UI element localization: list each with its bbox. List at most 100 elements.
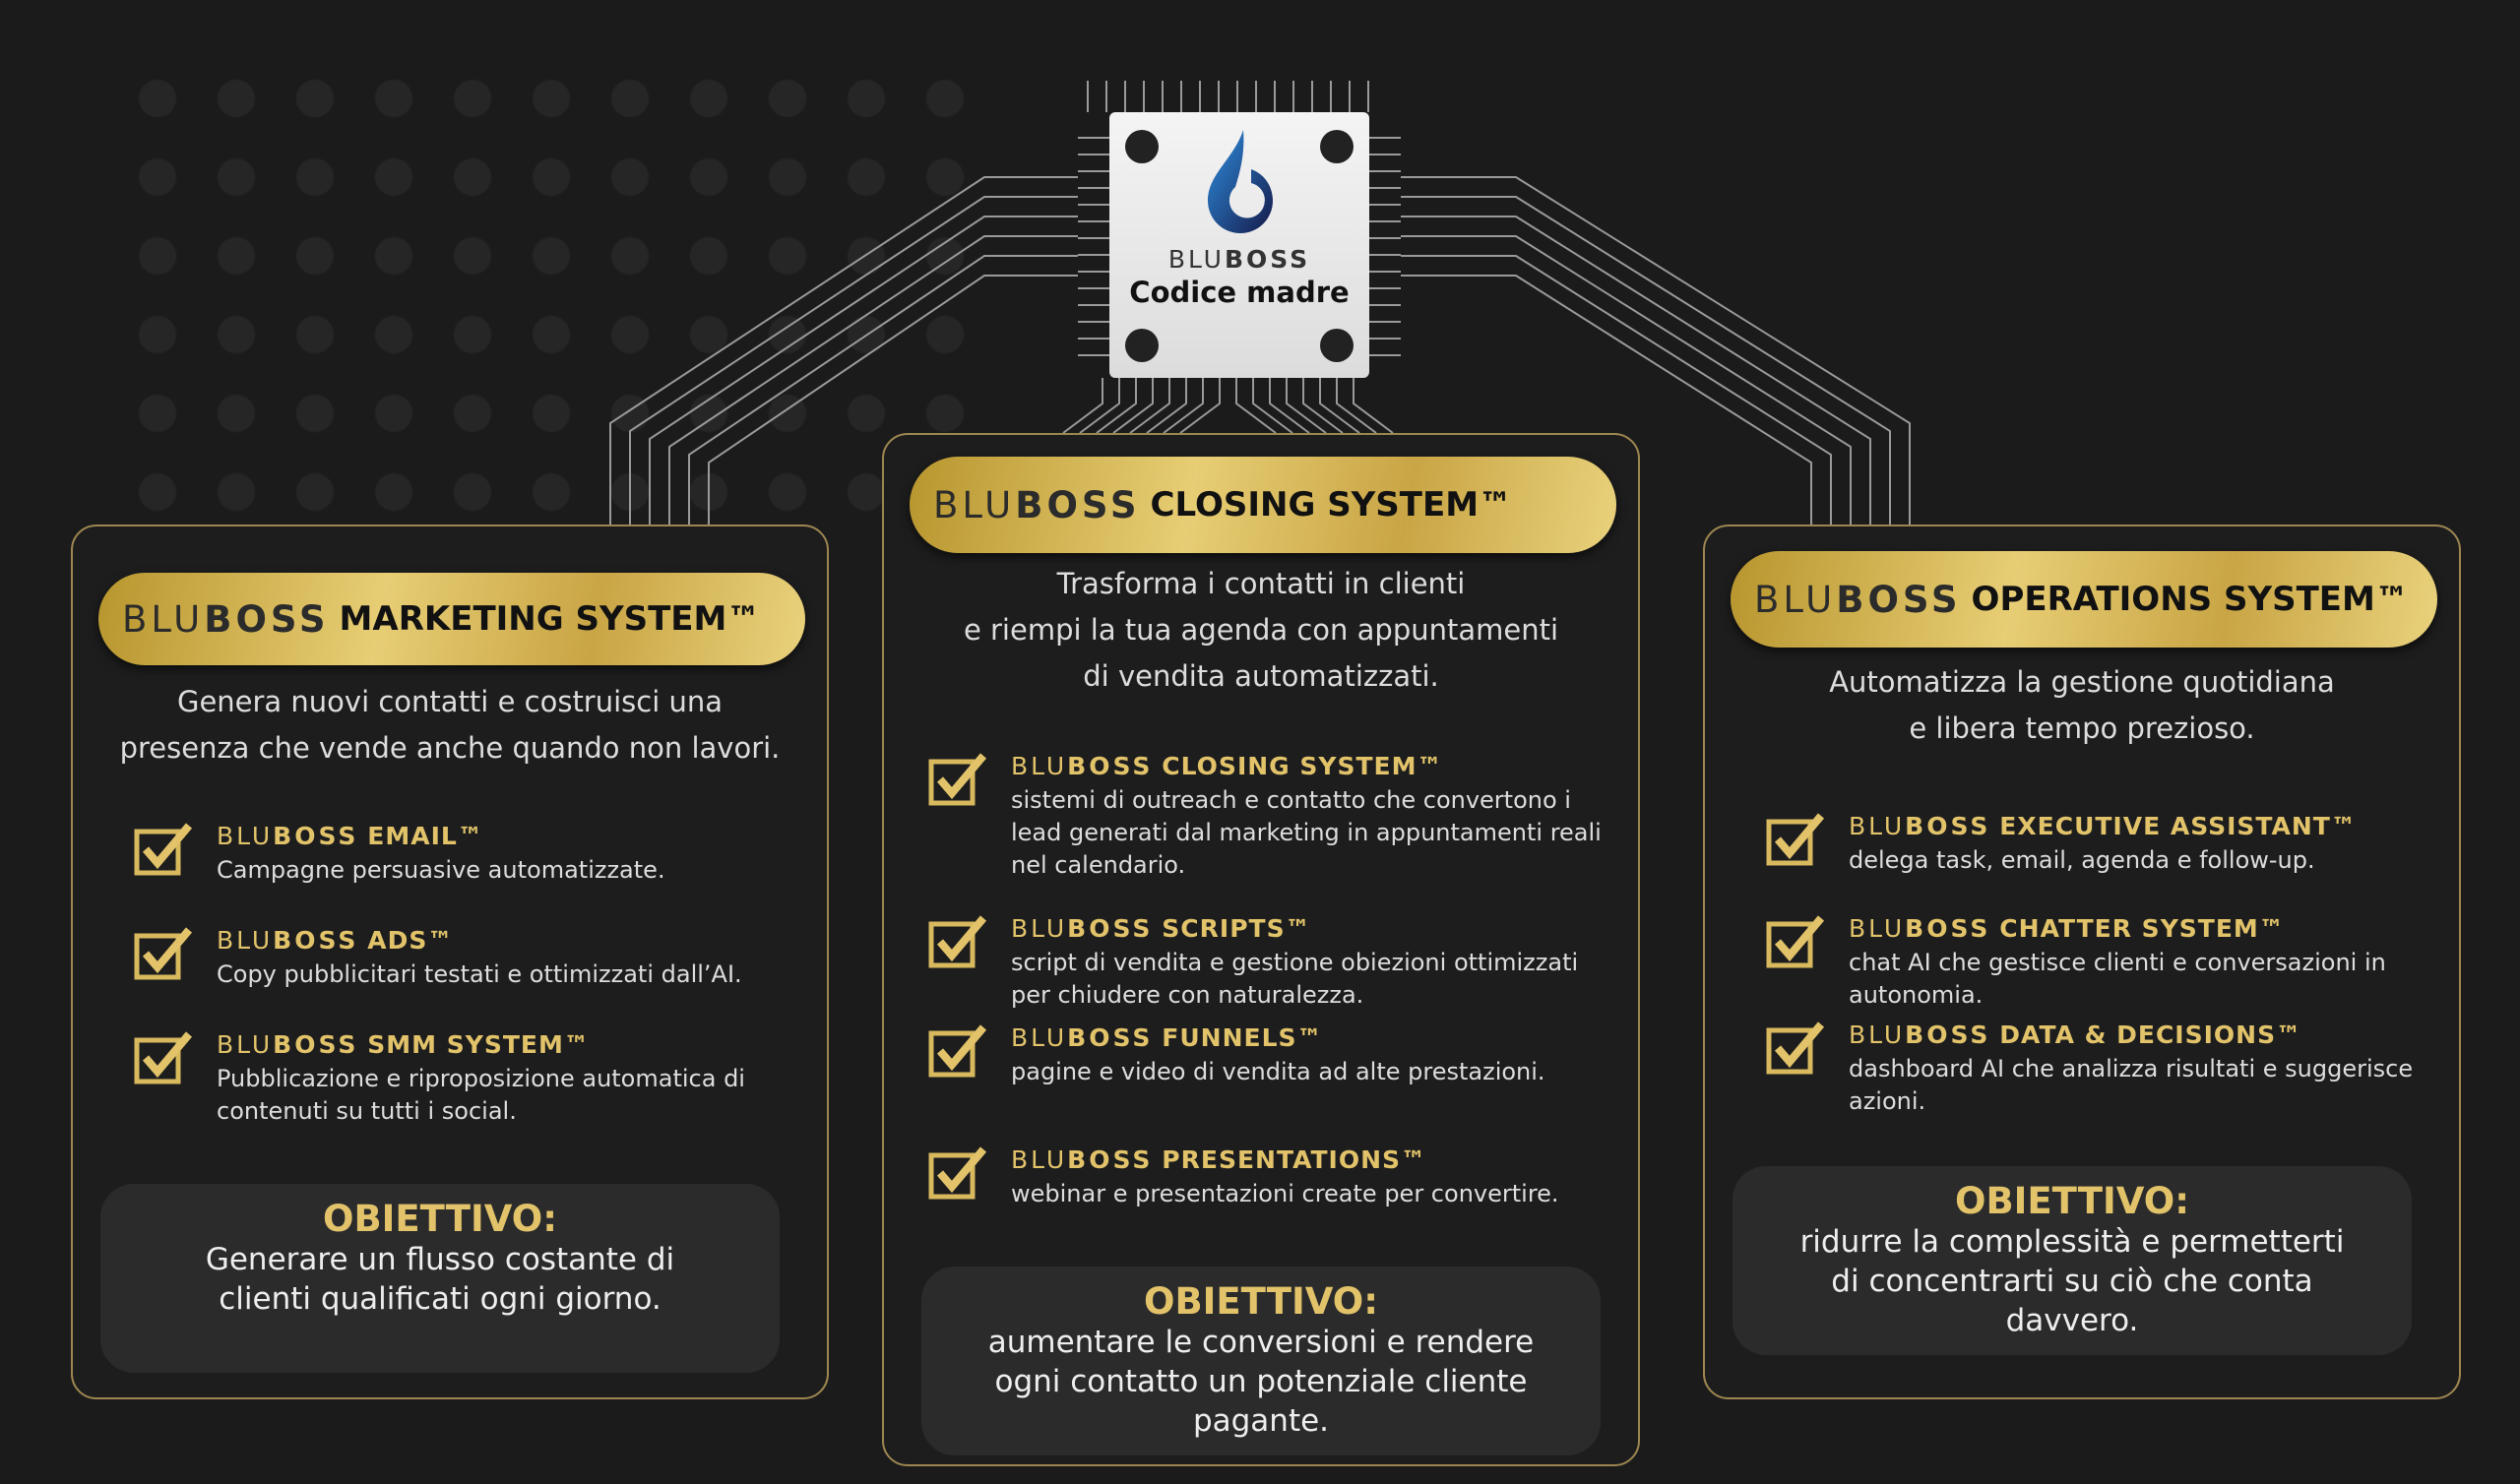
objective-text: ridurre la complessità e permetterti di … <box>1799 1224 2345 1338</box>
feature-title: BLUBOSS EMAIL™ <box>217 822 665 850</box>
objective-title: OBIETTIVO: <box>1143 1280 1379 1323</box>
brand-light: BLU <box>1849 1020 1906 1049</box>
brand-bold: BOSS <box>1067 1023 1154 1052</box>
checkbox-check-icon <box>1766 812 1827 867</box>
brand-bold: BOSS <box>1905 1020 1991 1049</box>
objective-box: OBIETTIVO: Generare un flusso costante d… <box>100 1184 780 1373</box>
chip-pin <box>1302 378 1344 434</box>
feature-description: sistemi di outreach e contatto che conve… <box>1011 786 1602 879</box>
objective-text: aumentare le conversioni e rendere ogni … <box>987 1325 1535 1439</box>
brand-light: BLU <box>1849 914 1906 943</box>
bluboss-logo-icon <box>1208 130 1273 233</box>
brand-light: BLU <box>1849 812 1906 840</box>
chip-codice-madre: BLUBOSS Codice madre <box>1109 112 1369 378</box>
feature-name: CLOSING SYSTEM™ <box>1162 752 1443 780</box>
checkbox-check-icon <box>1766 914 1827 969</box>
brand-light: BLU <box>1011 1023 1068 1052</box>
description-line: e riempi la tua agenda con appuntamenti <box>963 613 1559 647</box>
chip-pin <box>1112 378 1154 434</box>
checkbox-check-icon <box>134 1030 195 1085</box>
feature-item: BLUBOSS DATA & DECISIONS™ dashboard AI c… <box>1766 1020 2435 1118</box>
objective-title: OBIETTIVO: <box>322 1198 558 1240</box>
feature-item: BLUBOSS EMAIL™ Campagne persuasive autom… <box>134 822 803 887</box>
brand-bold: BOSS <box>1905 812 1991 840</box>
trace-left <box>668 235 1078 525</box>
chip-brand: BLUBOSS <box>1167 245 1311 274</box>
chip-pin <box>1252 378 1293 434</box>
trace-left <box>649 216 1078 525</box>
feature-description: pagine e video di vendita ad alte presta… <box>1011 1058 1545 1085</box>
brand-light: BLU <box>1011 752 1068 780</box>
brand-bold: BOSS <box>1836 578 1962 621</box>
feature-name: EXECUTIVE ASSISTANT™ <box>1999 812 2357 840</box>
feature-title: BLUBOSS CLOSING SYSTEM™ <box>1011 752 1607 780</box>
chip-pin <box>1336 378 1377 434</box>
trace-right <box>1401 176 1911 525</box>
checkbox-check-icon <box>134 822 195 877</box>
feature-item: BLUBOSS EXECUTIVE ASSISTANT™ delega task… <box>1766 812 2435 877</box>
chip-pin <box>1179 378 1221 434</box>
chip-pin <box>1269 378 1310 434</box>
brand-light: BLU <box>217 1030 274 1059</box>
feature-title: BLUBOSS DATA & DECISIONS™ <box>1849 1020 2435 1049</box>
brand-light: BLU <box>1754 578 1837 621</box>
feature-item: BLUBOSS CHATTER SYSTEM™ chat AI che gest… <box>1766 914 2435 1012</box>
feature-item: BLUBOSS SCRIPTS™ script di vendita e ges… <box>928 914 1607 1012</box>
feature-name: PRESENTATIONS™ <box>1162 1145 1427 1174</box>
background-pattern <box>118 59 1004 531</box>
checkbox-check-icon <box>928 752 989 807</box>
brand-bold: BOSS <box>273 822 359 850</box>
feature-title: BLUBOSS EXECUTIVE ASSISTANT™ <box>1849 812 2357 840</box>
chip-pin <box>1353 378 1394 434</box>
chip-pin <box>1096 378 1137 434</box>
objective-text: Generare un flusso costante di clienti q… <box>205 1242 675 1317</box>
feature-name: EMAIL™ <box>367 822 483 850</box>
brand-light: BLU <box>122 597 205 641</box>
chip-pin <box>1286 378 1327 434</box>
feature-item: BLUBOSS PRESENTATIONS™ webinar e present… <box>928 1145 1607 1210</box>
brand-bold: BOSS <box>204 597 330 641</box>
feature-name: SMM SYSTEM™ <box>367 1030 590 1059</box>
chip-pin <box>1235 378 1277 434</box>
brand-bold: BOSS <box>1067 914 1154 943</box>
feature-title: BLUBOSS SCRIPTS™ <box>1011 914 1607 943</box>
brand-bold: BOSS <box>1067 752 1154 780</box>
chip-pin <box>1129 378 1170 434</box>
brand-bold: BOSS <box>1015 483 1141 526</box>
feature-item: BLUBOSS ADS™ Copy pubblicitari testati e… <box>134 926 803 991</box>
feature-name: FUNNELS™ <box>1162 1023 1323 1052</box>
feature-description: script di vendita e gestione obiezioni o… <box>1011 949 1579 1009</box>
brand-light: BLU <box>1011 914 1068 943</box>
feature-description: chat AI che gestisce clienti e conversaz… <box>1849 949 2386 1009</box>
checkbox-check-icon <box>134 926 195 981</box>
feature-item: BLUBOSS FUNNELS™ pagine e video di vendi… <box>928 1023 1607 1088</box>
feature-name: SCRIPTS™ <box>1162 914 1311 943</box>
brand-light: BLU <box>1011 1145 1068 1174</box>
feature-description: delega task, email, agenda e follow-up. <box>1849 846 2315 874</box>
brand-bold: BOSS <box>273 926 359 955</box>
feature-item: BLUBOSS SMM SYSTEM™ Pubblicazione e ripr… <box>134 1030 803 1128</box>
description-line: Genera nuovi contatti e costruisci una <box>176 685 724 718</box>
description-line: presenza che vende anche quando non lavo… <box>119 731 781 765</box>
description-line: di vendita automatizzati. <box>1083 659 1439 693</box>
feature-item: BLUBOSS CLOSING SYSTEM™ sistemi di outre… <box>928 752 1607 882</box>
brand-light: BLU <box>217 822 274 850</box>
trace-right <box>1401 216 1871 525</box>
feature-title: BLUBOSS CHATTER SYSTEM™ <box>1849 914 2435 943</box>
chip-title: Codice madre <box>1129 276 1350 309</box>
trace-left <box>609 176 1078 525</box>
objective-title: OBIETTIVO: <box>1954 1180 2190 1222</box>
feature-title: BLUBOSS FUNNELS™ <box>1011 1023 1545 1052</box>
feature-title: BLUBOSS ADS™ <box>217 926 742 955</box>
trace-right <box>1401 196 1891 525</box>
feature-title: BLUBOSS PRESENTATIONS™ <box>1011 1145 1559 1174</box>
feature-description: Pubblicazione e riproposizione automatic… <box>217 1065 745 1125</box>
trace-right <box>1401 275 1812 525</box>
